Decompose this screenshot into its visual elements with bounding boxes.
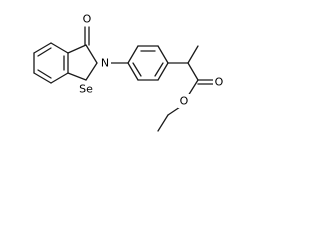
bond [85,44,98,64]
methyl-bond [187,45,199,64]
bond [127,62,139,81]
bond [50,72,69,84]
atom-label: O [83,13,92,26]
isoselenazolone-ring [67,26,98,81]
atom-nitrogen: N [99,56,111,70]
bond [157,45,169,64]
bond [33,42,52,54]
aromatic-inner-bond [154,62,164,77]
bond [157,62,169,81]
atom-oxygen-ester: O [178,94,190,108]
atom-oxygen-carbonyl-ring: O [81,12,93,26]
atom-oxygen-carbonyl-ester: O [213,75,225,89]
aromatic-inner-bond [37,47,52,57]
bond [85,62,98,81]
atom-label: Se [79,83,93,96]
bond [67,44,87,54]
bond [187,62,199,81]
chemical-structure-diagram: O N Se O O [33,12,225,132]
phenylene-ring [108,45,169,81]
bond [67,72,87,81]
bond [127,45,139,64]
bond [50,42,69,54]
atom-label: O [180,95,189,108]
bond [187,79,199,97]
propanoate-chain [157,45,214,132]
benzene-ring-fused [33,42,69,84]
atom-label: N [101,57,109,70]
ethyl-bond [157,114,169,132]
aromatic-inner-bond [37,69,52,79]
atom-selenium: Se [78,82,95,96]
aromatic-inner-bond [132,62,142,77]
bond [167,106,181,116]
atom-label: O [215,76,224,89]
bond [33,72,52,84]
